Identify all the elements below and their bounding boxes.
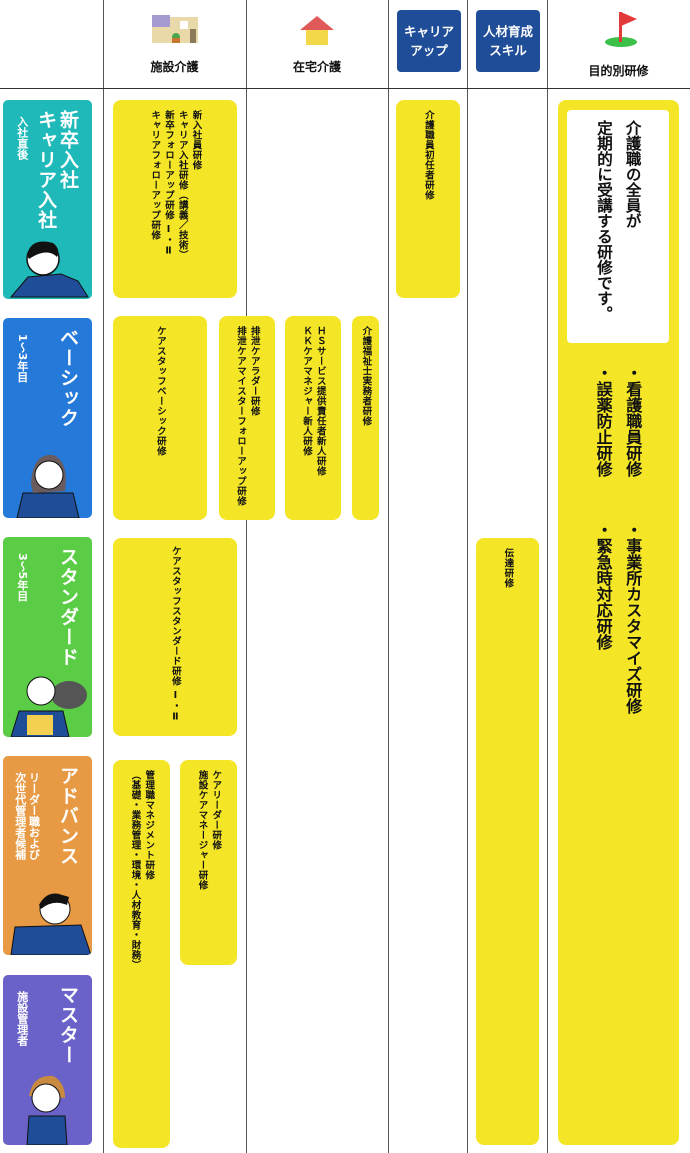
card-excretion-care[interactable]: 排泄ケアラダー研修 排泄ケアマイスターフォローアップ研修 [219, 316, 275, 520]
house-icon [300, 16, 334, 45]
card-home-care-new[interactable]: ＨＳサービス提供責任者新人研修 ＫＫケアマネジャー新人研修 [285, 316, 341, 520]
level-sub: 1〜3年目 [15, 334, 29, 383]
level-sub: 3〜5年目 [15, 553, 29, 602]
staff-illustration [16, 454, 80, 518]
card-care-leader[interactable]: ケアリーダー研修 施設ケアマネージャー研修 [180, 760, 237, 965]
level-sub: 入社直後 [15, 116, 29, 160]
header-hr-skill: 人材育成スキル [476, 10, 540, 72]
level-title: マスター [57, 985, 79, 1065]
header-divider [0, 88, 690, 89]
card-new-hire-trainings[interactable]: 新入社員研修 キャリア入社研修（講義／技術） 新卒フォローアップ研修 Ⅰ・Ⅱ キ… [113, 100, 237, 298]
staff-illustration [26, 1075, 68, 1145]
level-title: 新卒入社 キャリア入社 [35, 110, 79, 230]
level-advance: アドバンス リーダー職および 次世代管理者候補 [3, 756, 92, 955]
level-standard: スタンダード 3〜5年目 [3, 537, 92, 737]
column-divider [547, 0, 548, 1153]
level-title: アドバンス [57, 766, 79, 866]
card-care-staff-basic[interactable]: ケアスタッフベーシック研修 [113, 316, 207, 520]
purpose-list-2[interactable]: ・事業所カスタマイズ研修 ・緊急時対応研修 [593, 522, 643, 714]
staff-illustration [9, 241, 89, 298]
staff-illustration [10, 893, 92, 955]
level-master: マスター 施設管理者 [3, 975, 92, 1145]
column-divider [246, 0, 247, 1153]
column-divider [388, 0, 389, 1153]
header-career-up: キャリアアップ [397, 10, 461, 72]
golf-flag-icon [605, 12, 637, 47]
level-title: ベーシック [57, 328, 79, 428]
column-divider [467, 0, 468, 1153]
purpose-list-1[interactable]: ・看護職員研修 ・誤薬防止研修 [593, 365, 643, 477]
card-initial-caregiver[interactable]: 介護職員初任者研修 [396, 100, 460, 298]
level-new-hire: 新卒入社 キャリア入社 入社直後 [3, 100, 92, 299]
card-care-worker-practice[interactable]: 介護福祉士実務者研修 [352, 316, 379, 520]
card-transfer[interactable]: 伝達研修 [476, 538, 539, 1145]
level-sub: 施設管理者 [15, 991, 29, 1046]
level-sub: リーダー職および 次世代管理者候補 [13, 772, 41, 860]
header-facility-care: 施設介護 [150, 60, 199, 74]
purpose-intro-box: 介護職の全員が 定期的に受講する研修です。 [567, 110, 669, 343]
header-home-care: 在宅介護 [292, 60, 341, 74]
card-care-staff-standard[interactable]: ケアスタッフスタンダード研修 Ⅰ・Ⅱ [113, 538, 237, 736]
level-basic: ベーシック 1〜3年目 [3, 318, 92, 518]
level-title: スタンダード [57, 547, 79, 667]
staff-illustration [10, 676, 87, 737]
building-icon [152, 15, 198, 43]
column-divider [103, 0, 104, 1153]
header-purpose: 目的別研修 [588, 64, 649, 78]
card-management[interactable]: 管理職マネジメント研修 （基礎・業務管理・環境・人材教育・財務） [113, 760, 170, 1148]
